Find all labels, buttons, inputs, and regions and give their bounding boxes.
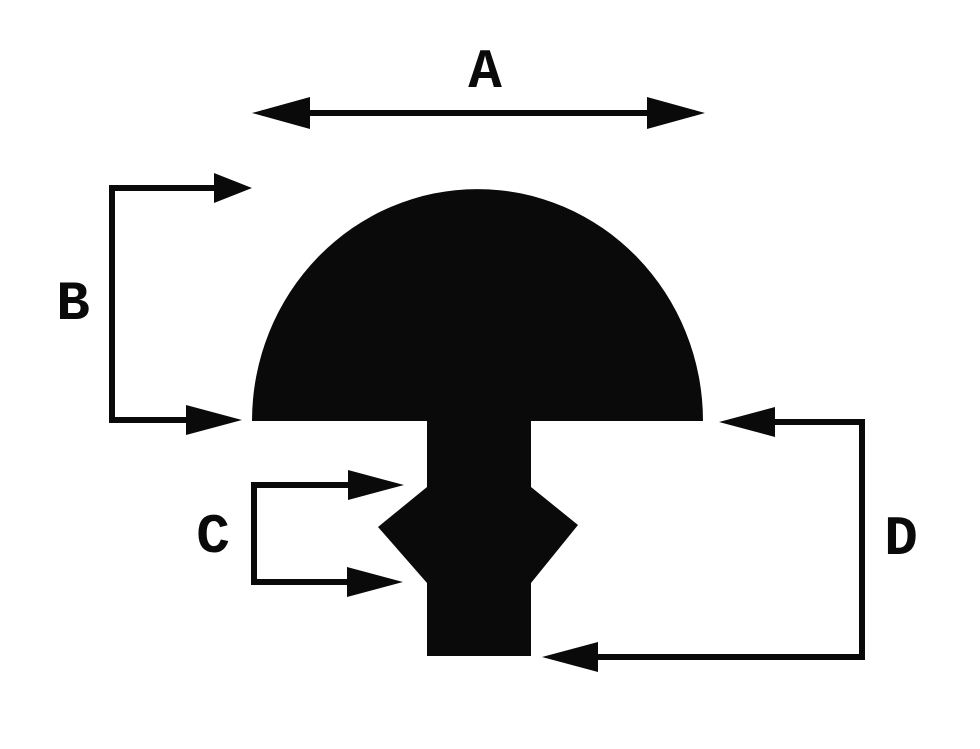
dimension-b-arrowhead-bottom-icon [186,405,242,435]
dimension-b-label: B [56,272,90,336]
dimension-a-arrowhead-left-icon [252,97,310,129]
dimension-b-arrowhead-top-icon [214,173,252,203]
dimension-c-arrowhead-bottom-icon [347,567,403,597]
dimension-c-label: C [196,505,230,569]
dimension-d-bracket [590,419,865,660]
dimension-d-arrowhead-top-icon [719,407,775,437]
dimension-a-label: A [468,40,502,104]
dimension-a: A [252,40,705,129]
dimension-d-label: D [884,507,918,571]
dimension-c-arrowhead-top-icon [348,470,404,500]
dimension-c-bracket [251,482,356,585]
cross-section-shape [252,189,703,657]
dimension-d-arrowhead-bottom-icon [542,642,598,672]
dimension-d: D [542,407,918,672]
dimension-b: B [56,173,252,435]
dimension-b-bracket [109,185,222,423]
dimension-c: C [196,470,404,597]
dimension-a-arrowhead-right-icon [647,97,705,129]
